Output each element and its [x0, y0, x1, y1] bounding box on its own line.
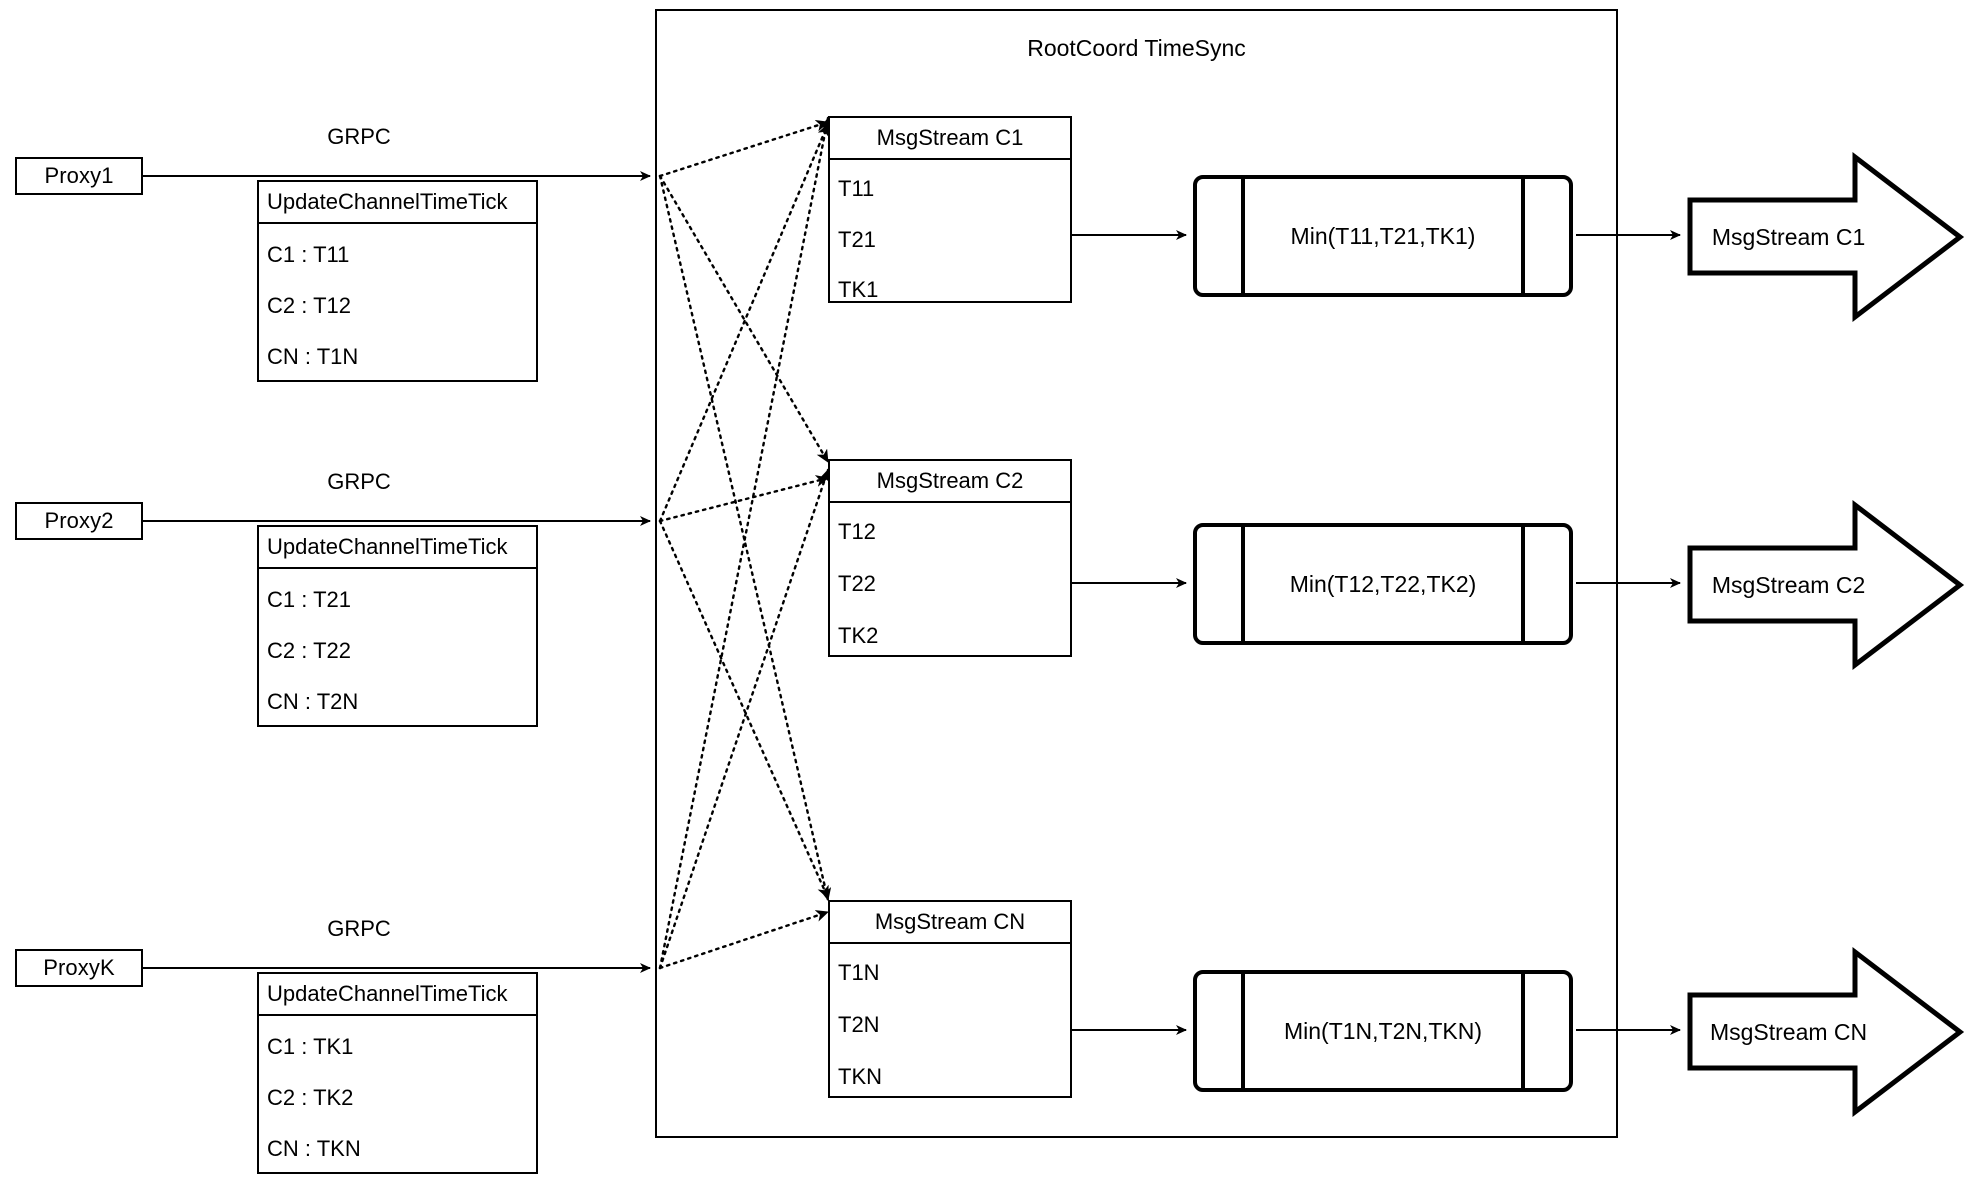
timetick-entry: CN : T1N — [267, 344, 359, 369]
min-box-3: Min(T1N,T2N,TKN) — [1193, 970, 1573, 1092]
msgstream-entry: T12 — [838, 519, 876, 544]
output-arrow-2: MsgStream C2 — [1690, 505, 1960, 665]
timetick-entry: C1 : T11 — [267, 242, 350, 267]
rootcoord-timesync-container — [655, 9, 1618, 1138]
proxy-label-1: Proxy1 — [44, 163, 114, 188]
timetick-entry: C2 : TK2 — [267, 1085, 354, 1110]
min-label-1: Min(T11,T21,TK1) — [1290, 222, 1476, 249]
min-label-3: Min(T1N,T2N,TKN) — [1283, 1017, 1483, 1044]
proxy-box-2[interactable]: Proxy2 — [15, 502, 143, 540]
msgstream-box-1: MsgStream C1 T11 T21 TK1 — [828, 116, 1072, 303]
grpc-label-3: GRPC — [327, 916, 391, 941]
output-arrow-label-2: MsgStream C2 — [1711, 571, 1866, 598]
proxy-label-3: ProxyK — [43, 955, 115, 980]
min-label-2: Min(T12,T22,TK2) — [1289, 570, 1477, 597]
min-box-2: Min(T12,T22,TK2) — [1193, 523, 1573, 645]
output-arrow-3: MsgStream CN — [1690, 952, 1960, 1112]
update-channel-timetick-title-1: UpdateChannelTimeTick — [259, 182, 536, 224]
update-channel-timetick-body-2: C1 : T21 C2 : T22 CN : T2N — [259, 569, 536, 725]
proxy-label-2: Proxy2 — [44, 508, 114, 533]
msgstream-box-3: MsgStream CN T1N T2N TKN — [828, 900, 1072, 1098]
msgstream-entry: T11 — [838, 176, 875, 201]
timetick-entry: C1 : TK1 — [267, 1034, 354, 1059]
msgstream-body-3: T1N T2N TKN — [830, 944, 1070, 1096]
msgstream-entry: TKN — [838, 1064, 882, 1089]
timetick-entry: CN : T2N — [267, 689, 359, 714]
msgstream-title-3: MsgStream CN — [830, 902, 1070, 944]
update-channel-timetick-box-2: UpdateChannelTimeTick C1 : T21 C2 : T22 … — [257, 525, 538, 727]
update-channel-timetick-title-2: UpdateChannelTimeTick — [259, 527, 536, 569]
grpc-label-2: GRPC — [327, 469, 391, 494]
msgstream-entry: T21 — [838, 227, 876, 252]
update-channel-timetick-box-1: UpdateChannelTimeTick C1 : T11 C2 : T12 … — [257, 180, 538, 382]
proxy-box-3[interactable]: ProxyK — [15, 949, 143, 987]
timetick-entry: CN : TKN — [267, 1136, 361, 1161]
grpc-label-1: GRPC — [327, 124, 391, 149]
update-channel-timetick-box-3: UpdateChannelTimeTick C1 : TK1 C2 : TK2 … — [257, 972, 538, 1174]
msgstream-box-2: MsgStream C2 T12 T22 TK2 — [828, 459, 1072, 657]
update-channel-timetick-title-3: UpdateChannelTimeTick — [259, 974, 536, 1016]
timetick-entry: C2 : T12 — [267, 293, 351, 318]
rootcoord-timesync-title: RootCoord TimeSync — [1027, 35, 1246, 61]
msgstream-body-1: T11 T21 TK1 — [830, 160, 1070, 302]
msgstream-title-1: MsgStream C1 — [830, 118, 1070, 160]
msgstream-body-2: T12 T22 TK2 — [830, 503, 1070, 655]
proxy-box-1[interactable]: Proxy1 — [15, 157, 143, 195]
min-box-1: Min(T11,T21,TK1) — [1193, 175, 1573, 297]
msgstream-title-2: MsgStream C2 — [830, 461, 1070, 503]
timetick-entry: C2 : T22 — [267, 638, 351, 663]
msgstream-entry: T22 — [838, 571, 876, 596]
output-arrow-label-3: MsgStream CN — [1709, 1018, 1868, 1045]
timetick-entry: C1 : T21 — [267, 587, 351, 612]
update-channel-timetick-body-1: C1 : T11 C2 : T12 CN : T1N — [259, 224, 536, 380]
msgstream-entry: TK1 — [838, 277, 879, 302]
msgstream-entry: TK2 — [838, 623, 879, 648]
output-arrow-1: MsgStream C1 — [1690, 157, 1960, 317]
msgstream-entry: T1N — [838, 960, 880, 985]
output-arrow-label-1: MsgStream C1 — [1711, 223, 1866, 250]
update-channel-timetick-body-3: C1 : TK1 C2 : TK2 CN : TKN — [259, 1016, 536, 1172]
msgstream-entry: T2N — [838, 1012, 880, 1037]
